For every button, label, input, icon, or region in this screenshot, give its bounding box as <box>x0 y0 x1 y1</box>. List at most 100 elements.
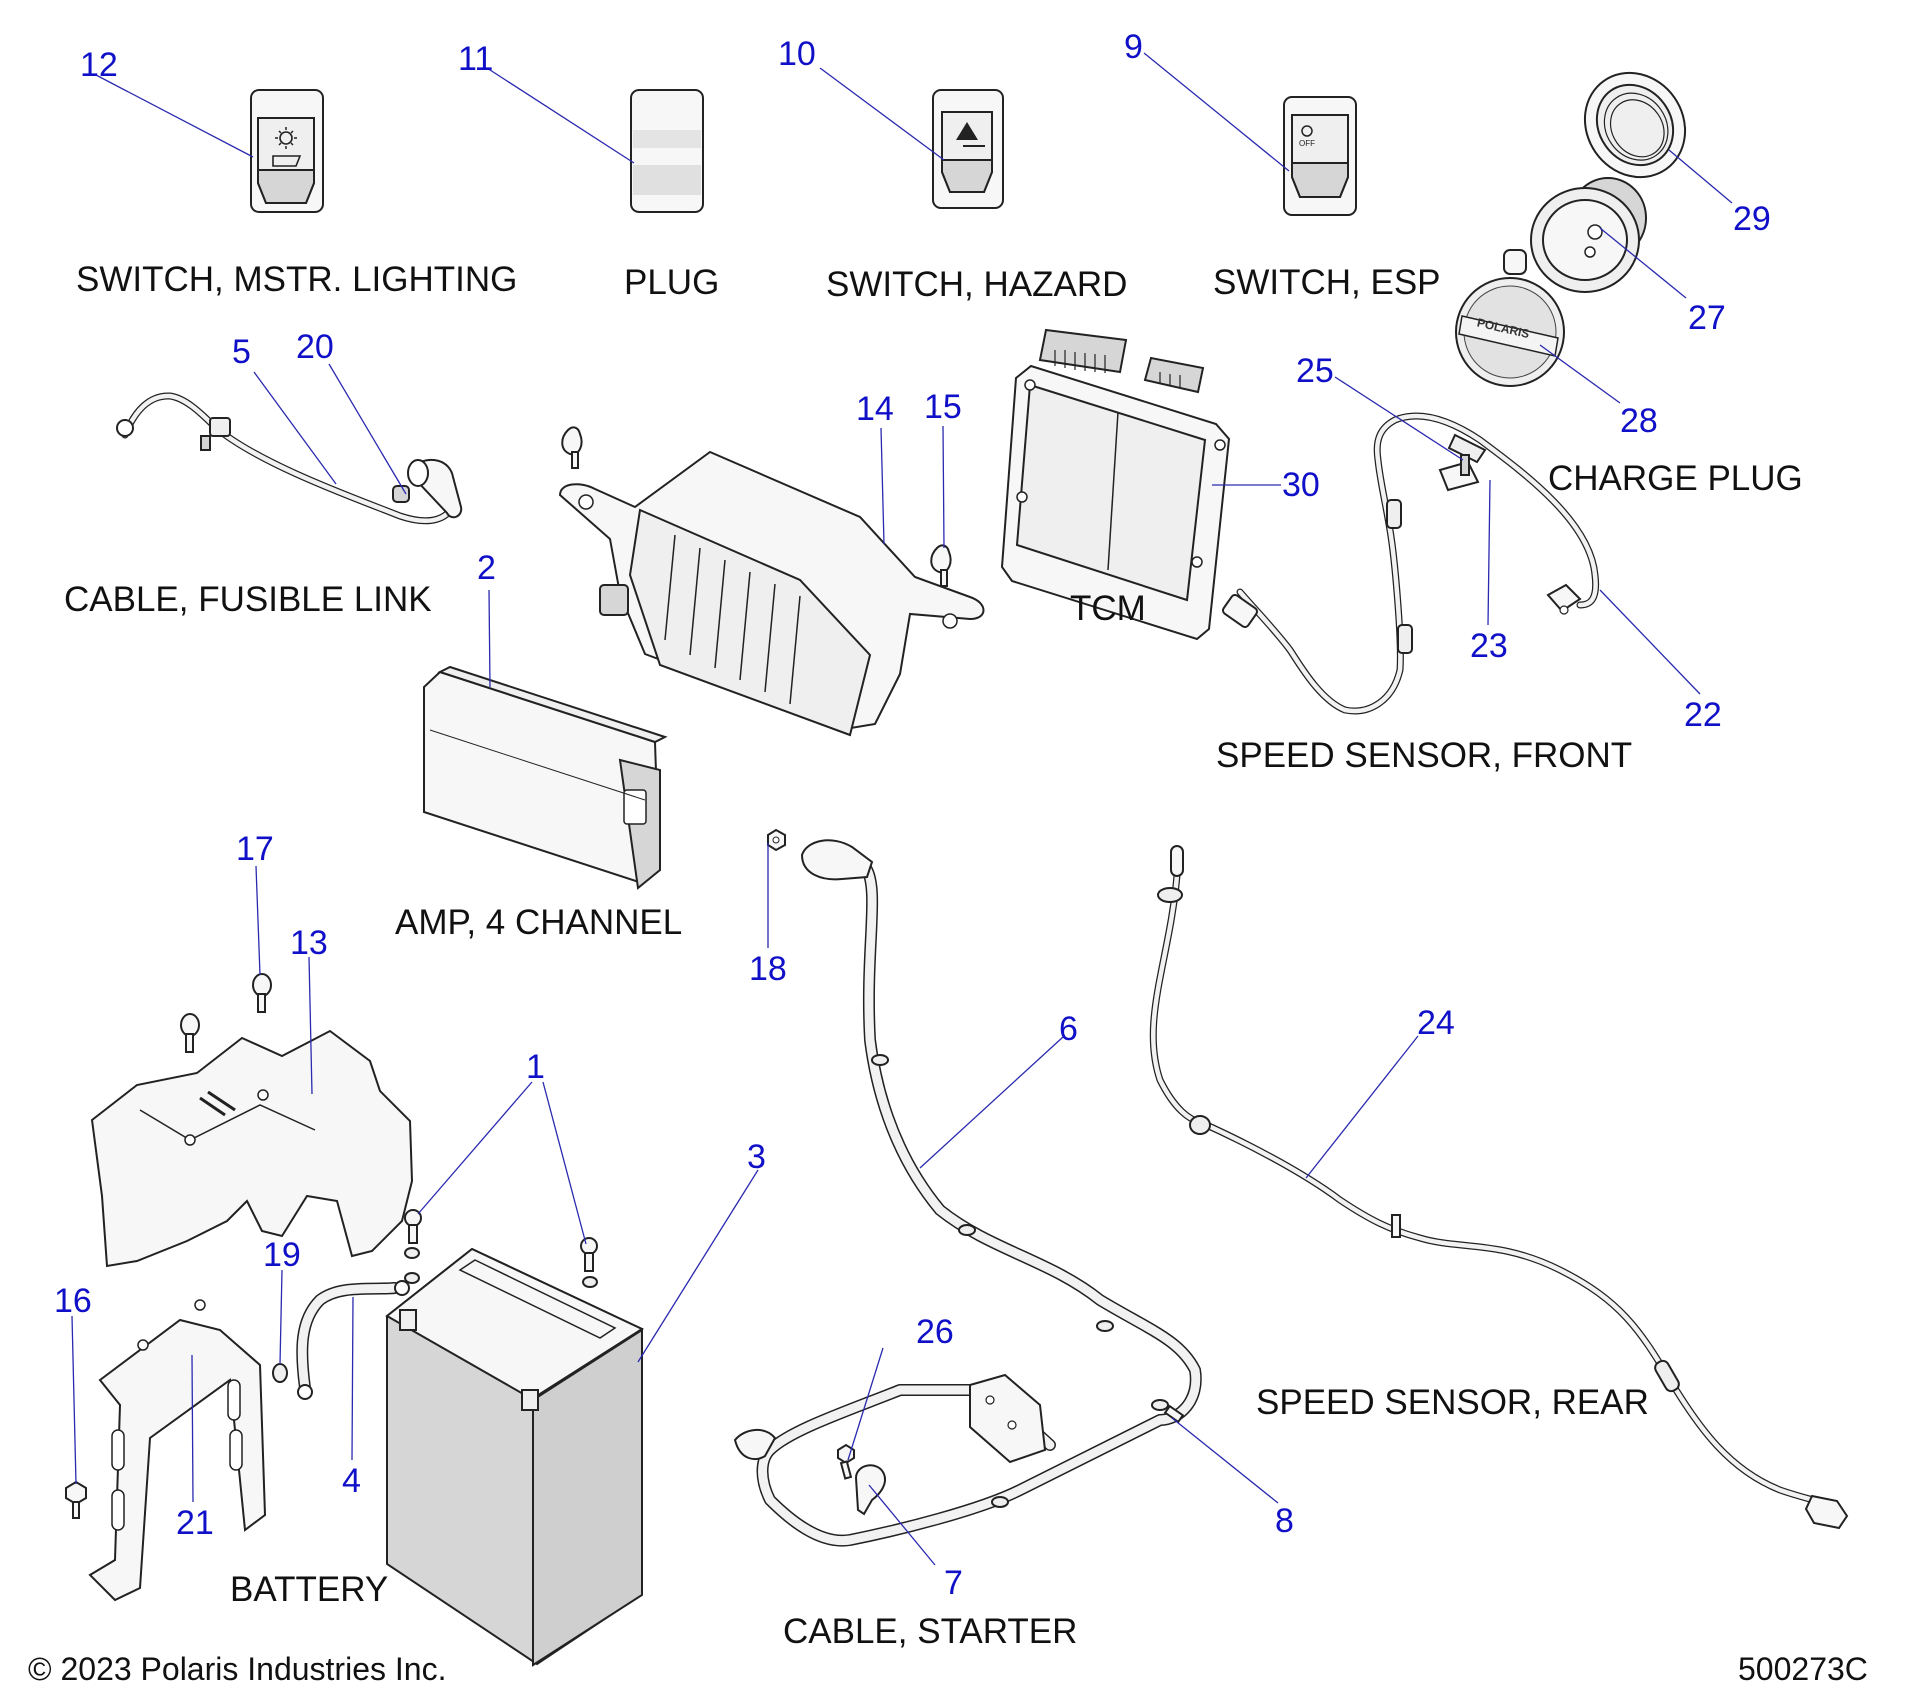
leader-line <box>542 1081 587 1245</box>
callout-6[interactable]: 6 <box>1059 1010 1078 1048</box>
amplifier-icon[interactable] <box>423 665 668 890</box>
speed-sensor-rear-icon[interactable] <box>1149 845 1849 1530</box>
leader-line <box>328 363 407 495</box>
hazard-switch-icon[interactable] <box>932 89 1004 209</box>
leader-line <box>1143 52 1290 172</box>
leader-line <box>486 67 635 164</box>
charge-plug-icon[interactable]: POLARIS <box>1455 53 1705 387</box>
lock-nut-ring <box>1583 71 1687 179</box>
callout-18[interactable]: 18 <box>749 950 787 988</box>
label-tcm: TCM <box>1070 589 1146 628</box>
leader-line <box>191 1354 194 1503</box>
callout-26[interactable]: 26 <box>916 1313 954 1351</box>
leader-line <box>1599 227 1687 299</box>
label-switch-hazard: SWITCH, HAZARD <box>826 265 1127 304</box>
callout-17[interactable]: 17 <box>236 830 274 868</box>
esp-off-text: OFF <box>1299 139 1315 148</box>
callout-4[interactable]: 4 <box>342 1462 361 1500</box>
bolt-icon[interactable] <box>837 1443 855 1480</box>
esp-switch-icon[interactable]: OFF <box>1283 96 1357 216</box>
push-pin-icon[interactable] <box>561 426 583 469</box>
callout-15[interactable]: 15 <box>924 388 962 426</box>
leader-line <box>253 371 337 485</box>
speed-sensor-front-icon[interactable] <box>1221 412 1600 715</box>
push-pin-icon[interactable] <box>930 544 952 587</box>
callout-12[interactable]: 12 <box>80 46 118 84</box>
leader-line <box>95 74 254 158</box>
callout-22[interactable]: 22 <box>1684 696 1722 734</box>
label-speed-sensor-rear: SPEED SENSOR, REAR <box>1256 1383 1649 1422</box>
bolt-icon[interactable] <box>65 1480 87 1519</box>
leader-line <box>1599 589 1701 695</box>
callout-25[interactable]: 25 <box>1296 352 1334 390</box>
leader-line <box>1334 376 1464 461</box>
battery-cover-icon[interactable] <box>90 1029 414 1268</box>
label-speed-sensor-front: SPEED SENSOR, FRONT <box>1216 736 1632 775</box>
callout-1[interactable]: 1 <box>526 1048 545 1086</box>
screw-icon[interactable] <box>252 973 272 1013</box>
callout-30[interactable]: 30 <box>1282 466 1320 504</box>
callout-21[interactable]: 21 <box>176 1504 214 1542</box>
callout-2[interactable]: 2 <box>477 549 496 587</box>
leader-line <box>488 589 491 688</box>
callout-8[interactable]: 8 <box>1275 1502 1294 1540</box>
nut-icon[interactable] <box>767 828 786 852</box>
label-amp-4-channel: AMP, 4 CHANNEL <box>395 903 682 942</box>
blank-plug-icon[interactable] <box>630 89 704 213</box>
battery-icon[interactable] <box>385 1247 645 1667</box>
leader-line <box>880 427 885 545</box>
callout-16[interactable]: 16 <box>54 1282 92 1320</box>
battery-bracket-icon[interactable] <box>88 1299 267 1602</box>
callout-23[interactable]: 23 <box>1470 627 1508 665</box>
leader-line <box>1539 344 1621 404</box>
label-plug: PLUG <box>624 263 719 302</box>
leader-line <box>942 425 945 549</box>
callout-5[interactable]: 5 <box>232 333 251 371</box>
nut-icon[interactable] <box>272 1363 288 1383</box>
label-charge-plug: CHARGE PLUG <box>1548 459 1803 498</box>
stud-icon[interactable] <box>1163 1404 1185 1424</box>
leader-line <box>255 865 261 976</box>
callout-7[interactable]: 7 <box>944 1564 963 1602</box>
fusible-link-cable-icon[interactable] <box>116 392 463 525</box>
label-switch-esp: SWITCH, ESP <box>1213 263 1441 302</box>
label-switch-mstr-lighting: SWITCH, MSTR. LIGHTING <box>76 260 517 299</box>
charge-cap: POLARIS <box>1455 249 1565 387</box>
callout-29[interactable]: 29 <box>1733 200 1771 238</box>
callout-3[interactable]: 3 <box>747 1138 766 1176</box>
charge-socket <box>1530 177 1647 293</box>
callout-13[interactable]: 13 <box>290 924 328 962</box>
leader-line <box>637 1169 759 1363</box>
leader-line <box>1487 479 1491 626</box>
terminal-screw-icon[interactable] <box>404 1209 422 1284</box>
leader-line <box>868 1484 936 1566</box>
callout-10[interactable]: 10 <box>778 35 816 73</box>
diagram-code: 500273C <box>1738 1651 1868 1687</box>
label-battery: BATTERY <box>230 1570 388 1609</box>
starter-cable-icon[interactable] <box>733 839 1202 1547</box>
callout-19[interactable]: 19 <box>263 1236 301 1274</box>
leader-line <box>308 956 313 1095</box>
light-switch-icon[interactable] <box>250 89 324 213</box>
callout-28[interactable]: 28 <box>1620 402 1658 440</box>
amp-mounting-bracket-icon[interactable] <box>558 450 985 737</box>
leader-line <box>1305 1035 1419 1179</box>
callout-11[interactable]: 11 <box>458 40 493 78</box>
battery-cable-icon[interactable] <box>296 1280 410 1400</box>
leader-line <box>919 1036 1064 1169</box>
leader-line <box>819 67 945 161</box>
leader-line <box>1171 1417 1279 1504</box>
tcm-module-icon[interactable] <box>1000 328 1231 641</box>
leader-line <box>847 1347 884 1461</box>
label-cable-fusible-link: CABLE, FUSIBLE LINK <box>64 580 432 619</box>
callout-24[interactable]: 24 <box>1417 1004 1455 1042</box>
screw-icon[interactable] <box>180 1013 200 1053</box>
p-clamp-icon[interactable] <box>854 1464 886 1516</box>
callout-9[interactable]: 9 <box>1124 28 1143 66</box>
terminal-screw-icon[interactable] <box>580 1237 598 1288</box>
leader-line <box>1668 149 1733 204</box>
callout-14[interactable]: 14 <box>856 390 894 428</box>
callout-20[interactable]: 20 <box>296 328 334 366</box>
callout-27[interactable]: 27 <box>1688 299 1726 337</box>
